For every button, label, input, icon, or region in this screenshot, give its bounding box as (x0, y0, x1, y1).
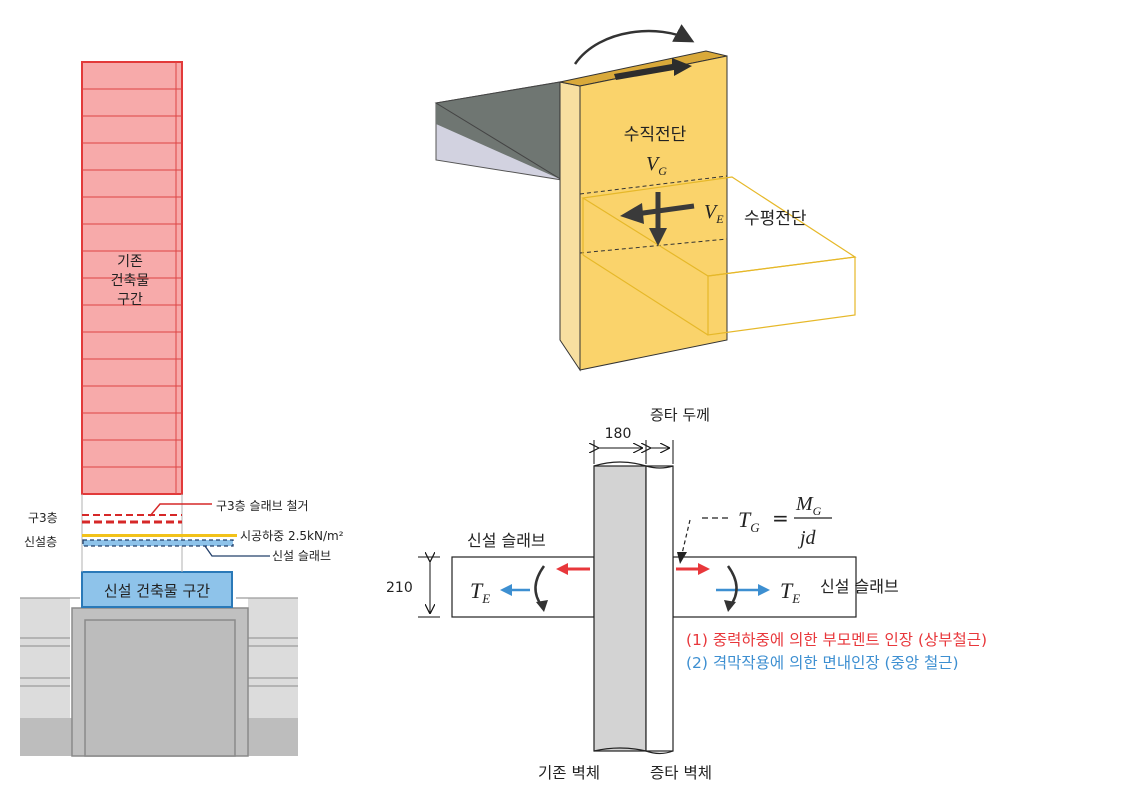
wall-break-top (593, 461, 674, 469)
ve-symbol: VE (704, 201, 724, 226)
existing-wall-label: 기존 벽체 (538, 764, 600, 782)
existing-label-1: 기존 (117, 254, 143, 270)
vg-symbol: VG (646, 153, 667, 178)
joint-line-top (579, 175, 728, 195)
dim-180-label: 180 (605, 426, 632, 442)
moment-arrow-left-head (536, 600, 548, 612)
top-shear-arrow (614, 58, 692, 80)
floor-label-g3: 구3층 (28, 511, 58, 525)
right-slab-outline (581, 176, 857, 336)
blue-arrow-left-head (500, 584, 512, 596)
vertical-shear-label: 수직전단 (624, 125, 687, 145)
leader-slab (204, 545, 270, 557)
existing-label-2: 건축물 (111, 273, 150, 289)
foundation-core (84, 619, 236, 757)
horizontal-force-head (620, 203, 644, 224)
dim-210-lines (418, 557, 440, 618)
horizontal-shear-label: 수평전단 (744, 209, 807, 229)
note-construction-load: 시공하중 2.5kN/m² (240, 529, 344, 543)
connection-section-diagram: 180 증타 두께 210 신설 슬래브 신설 슬래브 TG = MG jd (386, 406, 987, 782)
existing-label-3: 구간 (117, 292, 143, 308)
vertical-force-head (649, 228, 667, 246)
note-new-slab: 신설 슬래브 (272, 549, 331, 563)
horizontal-force-shaft (635, 203, 695, 217)
wall-break-bottom (593, 747, 674, 755)
wall-side-face (559, 81, 581, 372)
slab-left-label: 신설 슬래브 (467, 531, 546, 550)
joint-line-bottom (579, 238, 728, 254)
thickened-wall-label: 증타 벽체 (650, 764, 712, 782)
existing-floor-lines (82, 88, 182, 468)
thickening-label: 증타 두께 (650, 406, 710, 424)
shear-3d-diagram: 수직전단 VG VE 수평전단 (434, 24, 857, 372)
ground-lines (20, 597, 298, 687)
existing-wall-rect (593, 465, 647, 752)
te-symbol-left: TE (470, 578, 490, 606)
dim-180-lines (594, 440, 674, 464)
te-symbol-right: TE (780, 578, 800, 606)
leader-remove (149, 503, 212, 517)
left-section-diagram: 신설 건축물 구간 기존 건축물 구간 구3층 신설층 구3층 슬래브 철거 시… (20, 61, 344, 757)
tg-leader-head (677, 552, 687, 564)
moment-arrow-right-head (724, 600, 736, 612)
jd-symbol: jd (797, 527, 817, 549)
blue-arrow-right-head (758, 584, 770, 596)
construction-load-line (82, 534, 237, 537)
note-remove-slab: 구3층 슬래브 철거 (216, 499, 309, 513)
new-slab-line (82, 539, 234, 547)
rotation-arrow (573, 24, 695, 65)
slab-right-label: 신설 슬래브 (820, 577, 899, 596)
new-building-label: 신설 건축물 구간 (104, 582, 210, 600)
note-diaphragm: (2) 격막작용에 의한 면내인장 (중앙 철근) (686, 654, 959, 672)
red-arrow-left-head (556, 563, 568, 575)
tg-symbol: TG (738, 507, 760, 535)
mg-symbol: MG (795, 493, 822, 518)
red-arrow-right-head (698, 563, 710, 575)
note-gravity: (1) 중력하중에 의한 부모멘트 인장 (상부철근) (686, 631, 987, 649)
left-slab-top-dark (436, 82, 562, 180)
thickened-wall-rect (645, 465, 674, 752)
floor-label-new: 신설층 (24, 535, 57, 549)
dim-210-label: 210 (386, 580, 413, 596)
equals-sign: = (772, 506, 789, 530)
slab-left-rect (451, 556, 595, 618)
new-building-block (81, 571, 233, 608)
